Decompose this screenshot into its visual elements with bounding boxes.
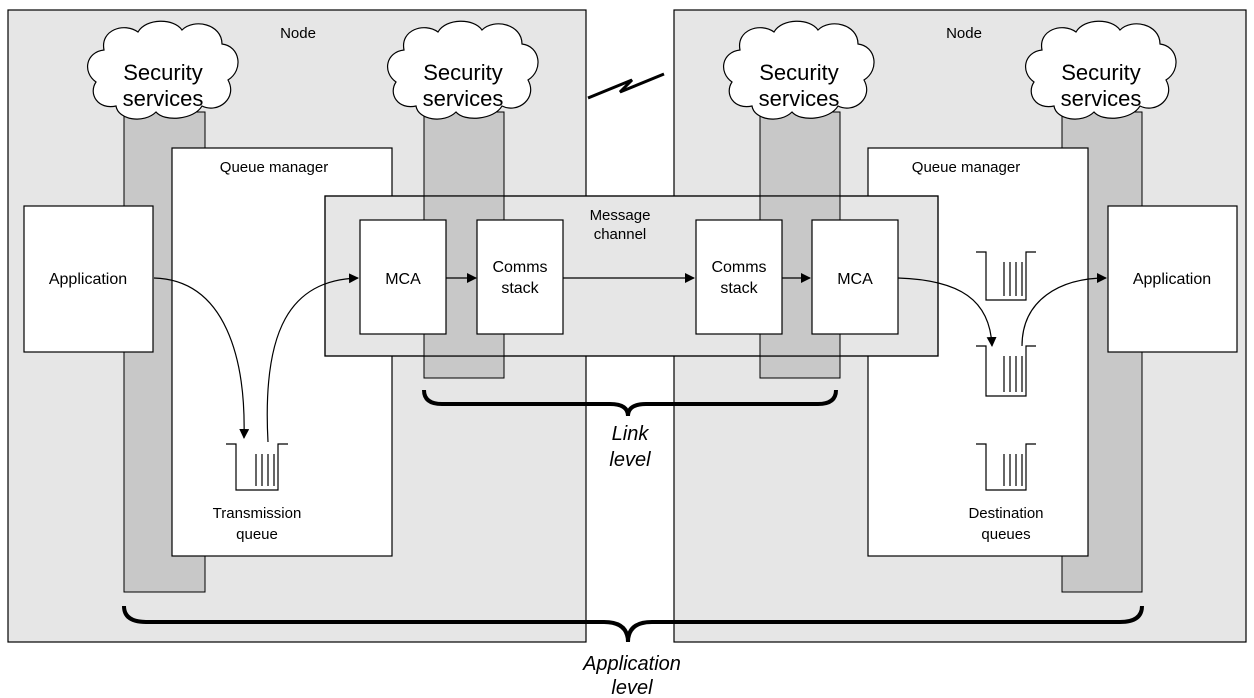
- destination-queues-label-line2: queues: [981, 526, 1030, 543]
- application-level-brace: [122, 605, 1144, 643]
- arrow-app-to-xmitq: [153, 277, 250, 439]
- network-link-icon: [587, 72, 665, 100]
- security-label-2-line2: services: [423, 86, 504, 111]
- application-right-label: Application: [1133, 271, 1211, 288]
- destination-queue-icon-1: [976, 251, 1036, 301]
- message-channel-label-line1: Message: [590, 207, 651, 224]
- node-left-label: Node: [280, 25, 316, 42]
- comms-right-box: [695, 219, 783, 335]
- security-label-3-line1: Security: [759, 60, 838, 85]
- security-label-3-line2: services: [759, 86, 840, 111]
- application-right-box: [1107, 205, 1238, 353]
- destination-queues-label-line1: Destination: [968, 505, 1043, 522]
- queue-manager-right-label: Queue manager: [912, 159, 1020, 176]
- mca-right-box: [811, 219, 899, 335]
- arrow-mca-to-destq: [897, 277, 997, 347]
- node-right-label: Node: [946, 25, 982, 42]
- mca-right-label: MCA: [837, 271, 873, 288]
- comms-left-label-line1: Comms: [492, 259, 547, 276]
- arrow-xmitq-to-mca: [266, 273, 359, 443]
- security-label-1-line1: Security: [123, 60, 202, 85]
- link-level-brace: [422, 389, 838, 417]
- comms-left-box: [476, 219, 564, 335]
- comms-right-label-line2: stack: [720, 280, 758, 297]
- message-channel-label-line2: channel: [594, 226, 647, 243]
- arrow-destq-to-app: [1021, 273, 1107, 347]
- comms-right-label-line1: Comms: [711, 259, 766, 276]
- destination-queue-icon-3: [976, 443, 1036, 491]
- security-label-4-line1: Security: [1061, 60, 1140, 85]
- link-level-label-line2: level: [609, 449, 651, 471]
- security-label-4-line2: services: [1061, 86, 1142, 111]
- mca-left-label: MCA: [385, 271, 421, 288]
- security-label-1-line2: services: [123, 86, 204, 111]
- comms-left-label-line2: stack: [501, 280, 539, 297]
- mca-left-box: [359, 219, 447, 335]
- destination-queue-icon-2: [976, 345, 1036, 397]
- transmission-queue-label-line2: queue: [236, 526, 278, 543]
- application-left-box: [23, 205, 154, 353]
- transmission-queue-icon: [226, 443, 288, 491]
- application-level-label-line1: Application: [582, 653, 681, 675]
- application-left-label: Application: [49, 271, 127, 288]
- link-level-label-line1: Link: [612, 423, 650, 445]
- application-level-label-line2: level: [611, 677, 653, 698]
- security-label-2-line1: Security: [423, 60, 502, 85]
- queue-manager-left-label: Queue manager: [220, 159, 328, 176]
- transmission-queue-label-line1: Transmission: [213, 505, 302, 522]
